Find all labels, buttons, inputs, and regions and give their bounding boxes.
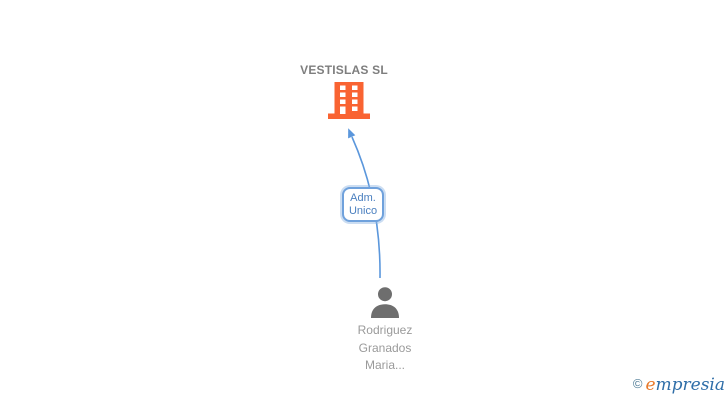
- building-icon: [328, 82, 370, 119]
- brand-initial: e: [645, 375, 656, 395]
- company-node[interactable]: VESTISLAS SL: [244, 63, 444, 119]
- person-name-line3: Maria...: [364, 358, 405, 372]
- person-name-line2: Granados: [358, 340, 412, 355]
- brand-name: mpresia: [655, 375, 726, 395]
- copyright-icon: ©: [632, 376, 643, 391]
- person-node[interactable]: Rodriguez Granados Maria...: [325, 287, 445, 375]
- person-icon: [371, 287, 399, 318]
- company-name-label: VESTISLAS SL: [300, 63, 388, 77]
- edge-label[interactable]: Adm. Unico: [342, 187, 384, 222]
- edge-label-line2: Unico: [348, 205, 378, 217]
- person-name-label: Rodriguez Granados Maria...: [325, 322, 445, 375]
- person-name-line1: Rodriguez: [357, 323, 413, 337]
- edge-label-line1: Adm.: [350, 192, 376, 204]
- brand-watermark: ©empresia: [633, 375, 725, 395]
- arrowhead-icon: [348, 128, 356, 139]
